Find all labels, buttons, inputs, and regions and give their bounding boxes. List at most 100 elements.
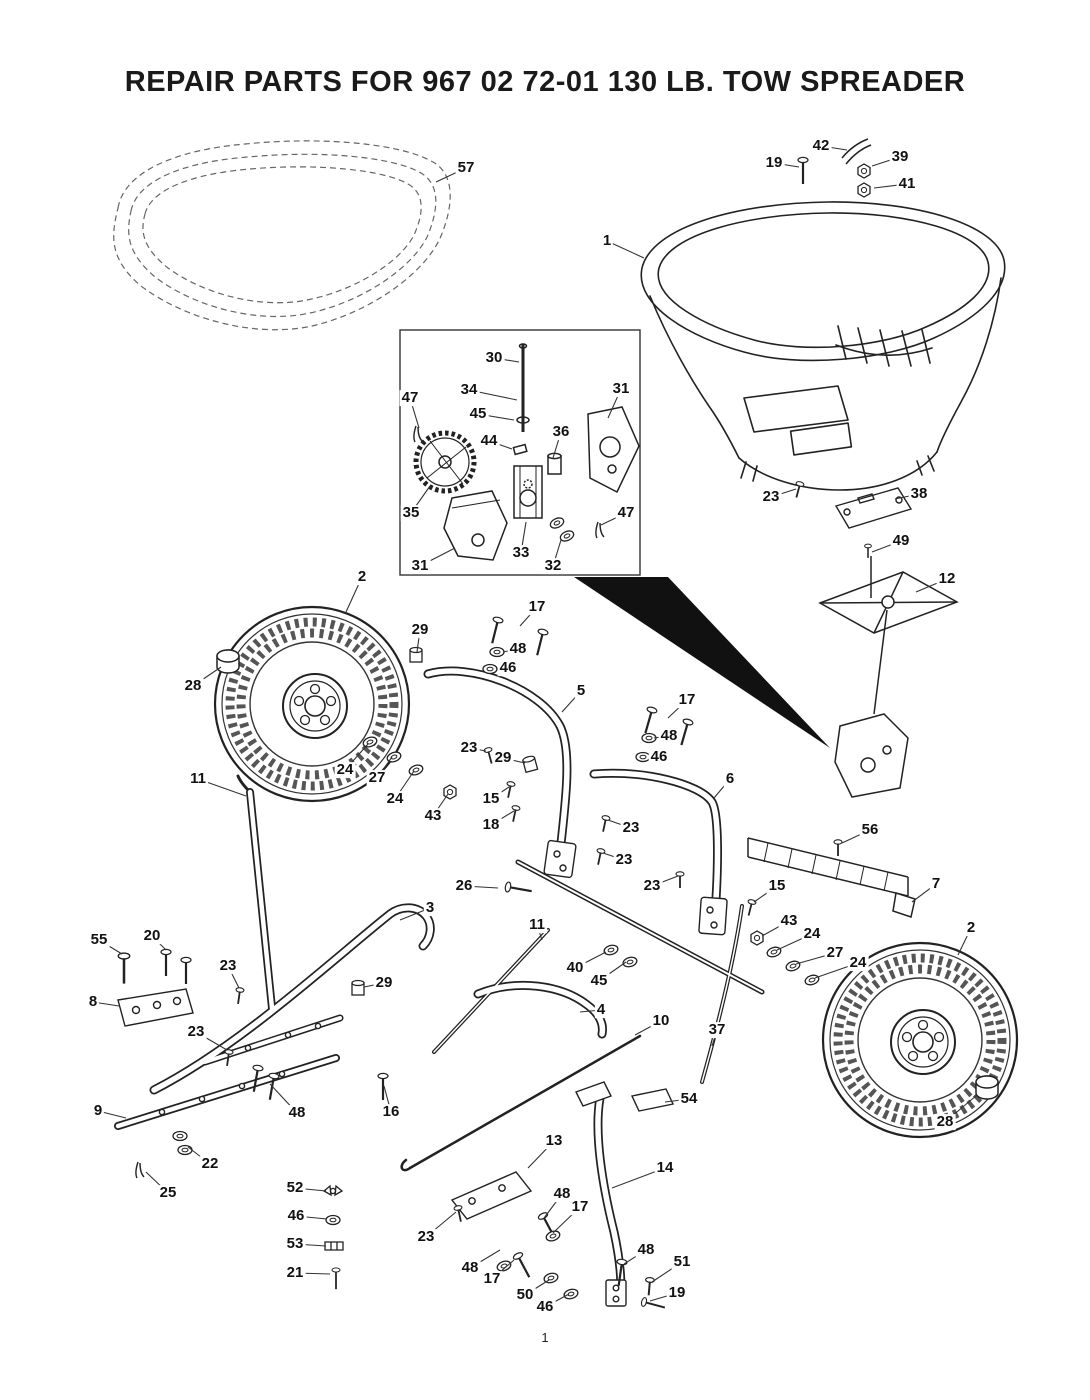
washer-22 — [177, 1144, 193, 1156]
washer-46 — [325, 1214, 341, 1226]
tube-6 — [589, 768, 722, 931]
leader-line-48 — [543, 1193, 563, 1219]
gear-housing-tank — [834, 713, 909, 798]
wingnut-52 — [322, 1184, 344, 1197]
leader-line-17 — [667, 699, 688, 719]
bolt-17 — [675, 717, 695, 748]
leader-line-57 — [435, 167, 467, 183]
leader-line-2 — [345, 576, 363, 613]
leader-line-24 — [394, 770, 415, 800]
screw-23 — [598, 814, 612, 834]
bolt-20 — [159, 948, 173, 978]
leader-line-50 — [524, 1279, 550, 1296]
spacer-29 — [409, 646, 423, 663]
washer-48 — [489, 646, 505, 658]
leader-line-1 — [606, 240, 645, 259]
leader-line-23 — [425, 1211, 457, 1238]
leader-line-49 — [871, 540, 902, 553]
tube-4 — [473, 980, 607, 1039]
leader-line-7 — [911, 883, 937, 903]
housing-31-left — [443, 490, 508, 561]
hopper-body-1 — [640, 201, 1006, 491]
bolt-19 — [639, 1296, 668, 1313]
leader-line-40 — [574, 951, 607, 969]
fasteners — [116, 615, 843, 1313]
nut-43 — [750, 930, 764, 946]
leader-line-23 — [770, 488, 797, 498]
page-number: 1 — [541, 1330, 549, 1345]
leader-line-17 — [519, 606, 538, 627]
bolt-26 — [503, 880, 534, 898]
leader-line-46 — [495, 667, 509, 670]
leader-line-11 — [197, 778, 247, 797]
bolt-17 — [486, 615, 505, 646]
leader-line-43 — [432, 793, 449, 817]
pad-54 — [630, 1088, 675, 1112]
leader-line-13 — [527, 1140, 555, 1169]
tube-6-foot — [698, 896, 728, 936]
leader-line-23 — [651, 875, 679, 887]
bolt-17 — [639, 705, 659, 736]
tube-5-foot — [543, 839, 577, 879]
washer-22 — [172, 1130, 188, 1142]
leader-line-9 — [97, 1110, 127, 1119]
clip-53 — [324, 1241, 344, 1251]
leader-line-39 — [871, 156, 901, 167]
washer-24 — [407, 762, 425, 778]
leader-line-48 — [469, 1249, 501, 1269]
leader-line-45 — [598, 961, 627, 982]
washer-40 — [602, 943, 620, 957]
washer-46 — [635, 751, 651, 763]
leg-14-bracket — [605, 1279, 627, 1307]
frame-details — [117, 839, 728, 1307]
leader-line-48 — [502, 648, 519, 653]
leader-line-15 — [753, 885, 778, 903]
leader-line-15 — [490, 786, 510, 800]
spacer-29 — [521, 754, 539, 773]
leader-line-23 — [227, 965, 240, 989]
gear-35 — [413, 430, 477, 494]
leader-line-43 — [761, 920, 790, 937]
washer-48 — [495, 1258, 513, 1274]
bolt-15 — [503, 780, 517, 800]
screw-49 — [863, 543, 873, 559]
leader-line-5 — [561, 690, 582, 713]
washer-48 — [544, 1228, 562, 1244]
leader-line-19 — [773, 162, 800, 168]
leg-13-foot — [575, 1081, 612, 1107]
washer-45 — [621, 955, 639, 969]
leader-line-14 — [611, 1167, 666, 1189]
washer-45 — [516, 416, 530, 424]
housing-31-right — [587, 406, 640, 494]
bolt-17 — [531, 627, 550, 658]
impeller-assembly-12 — [818, 556, 959, 798]
spacer-29 — [351, 979, 365, 996]
leader-line-24 — [776, 933, 813, 951]
screw-56 — [833, 838, 843, 857]
screw-23 — [482, 745, 497, 766]
leader-line-51 — [651, 1261, 683, 1283]
washer-27 — [784, 958, 802, 974]
washer-46 — [482, 663, 498, 675]
leader-line-53 — [294, 1243, 327, 1247]
bolt-20 — [179, 956, 193, 986]
nut-41 — [857, 182, 871, 198]
pin-51 — [643, 1276, 656, 1297]
axle-cap-28-right — [975, 1075, 999, 1100]
leader-line-17 — [552, 1206, 581, 1234]
leader-line-6 — [713, 778, 731, 799]
leader-line-27 — [795, 952, 836, 965]
right-wheel-2 — [823, 943, 1017, 1137]
axle-support-channel-7 — [747, 837, 916, 918]
leader-line-29 — [502, 757, 526, 764]
leader-line-23 — [195, 1031, 228, 1051]
gearbox-inset — [399, 329, 641, 576]
leader-line-23 — [607, 819, 632, 829]
leader-line-20 — [151, 935, 167, 951]
tube-5 — [423, 666, 572, 857]
leader-line-25 — [145, 1171, 169, 1194]
leader-line-21 — [294, 1272, 331, 1275]
bolt-18 — [508, 804, 522, 824]
leader-line-46 — [295, 1215, 328, 1220]
